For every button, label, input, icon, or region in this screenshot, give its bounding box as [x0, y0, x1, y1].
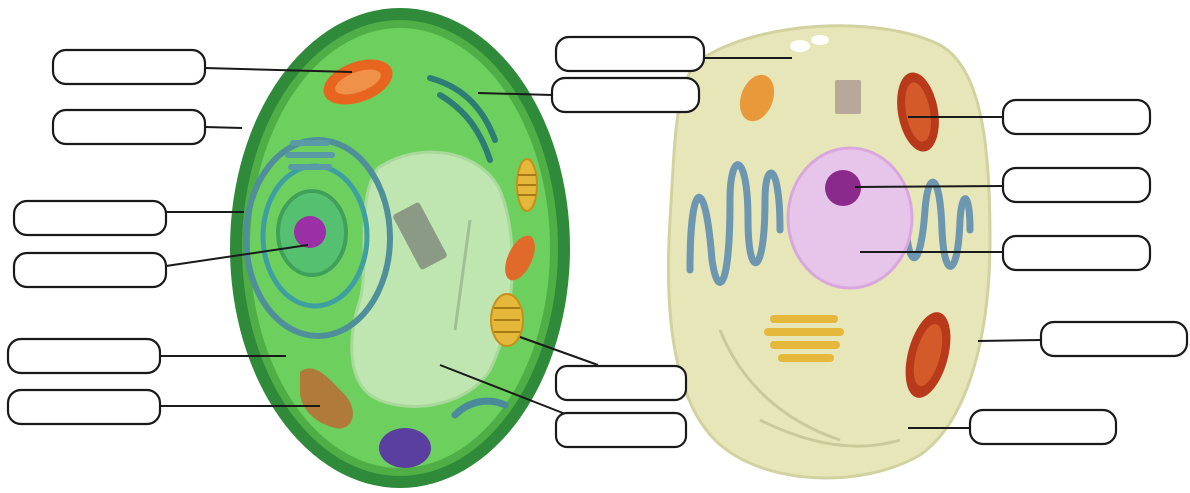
leader-line: [855, 186, 1003, 187]
label-box[interactable]: [552, 78, 699, 112]
plant-golgi-1: [290, 140, 330, 146]
central-vacuole: [352, 152, 513, 406]
animal-vesicle-1: [790, 40, 810, 52]
label-box[interactable]: [8, 339, 160, 373]
label-box[interactable]: [53, 50, 205, 84]
plant-golgi-2: [285, 152, 335, 158]
animal-vesicle-2: [811, 35, 829, 45]
plant-nucleolus: [294, 216, 326, 248]
label-box[interactable]: [970, 410, 1116, 444]
label-box[interactable]: [556, 366, 686, 400]
plant-golgi-lower: [491, 294, 523, 346]
label-box[interactable]: [1041, 322, 1187, 356]
label-box[interactable]: [556, 413, 686, 447]
plant-golgi-right: [517, 159, 537, 211]
label-box[interactable]: [14, 201, 166, 235]
plant-golgi-3: [288, 164, 332, 170]
label-box[interactable]: [8, 390, 160, 424]
animal-nucleolus: [825, 170, 861, 206]
animal-nucleus: [788, 148, 912, 288]
leader-line: [978, 340, 1041, 341]
label-box[interactable]: [14, 253, 166, 287]
plant-bottom-organelle: [379, 428, 431, 468]
label-box[interactable]: [1003, 168, 1150, 202]
label-box[interactable]: [53, 110, 205, 144]
label-boxes: [8, 37, 1187, 447]
label-box[interactable]: [1003, 236, 1150, 270]
centriole: [835, 80, 861, 114]
label-box[interactable]: [556, 37, 704, 71]
leader-line: [205, 127, 242, 128]
label-box[interactable]: [1003, 100, 1150, 134]
